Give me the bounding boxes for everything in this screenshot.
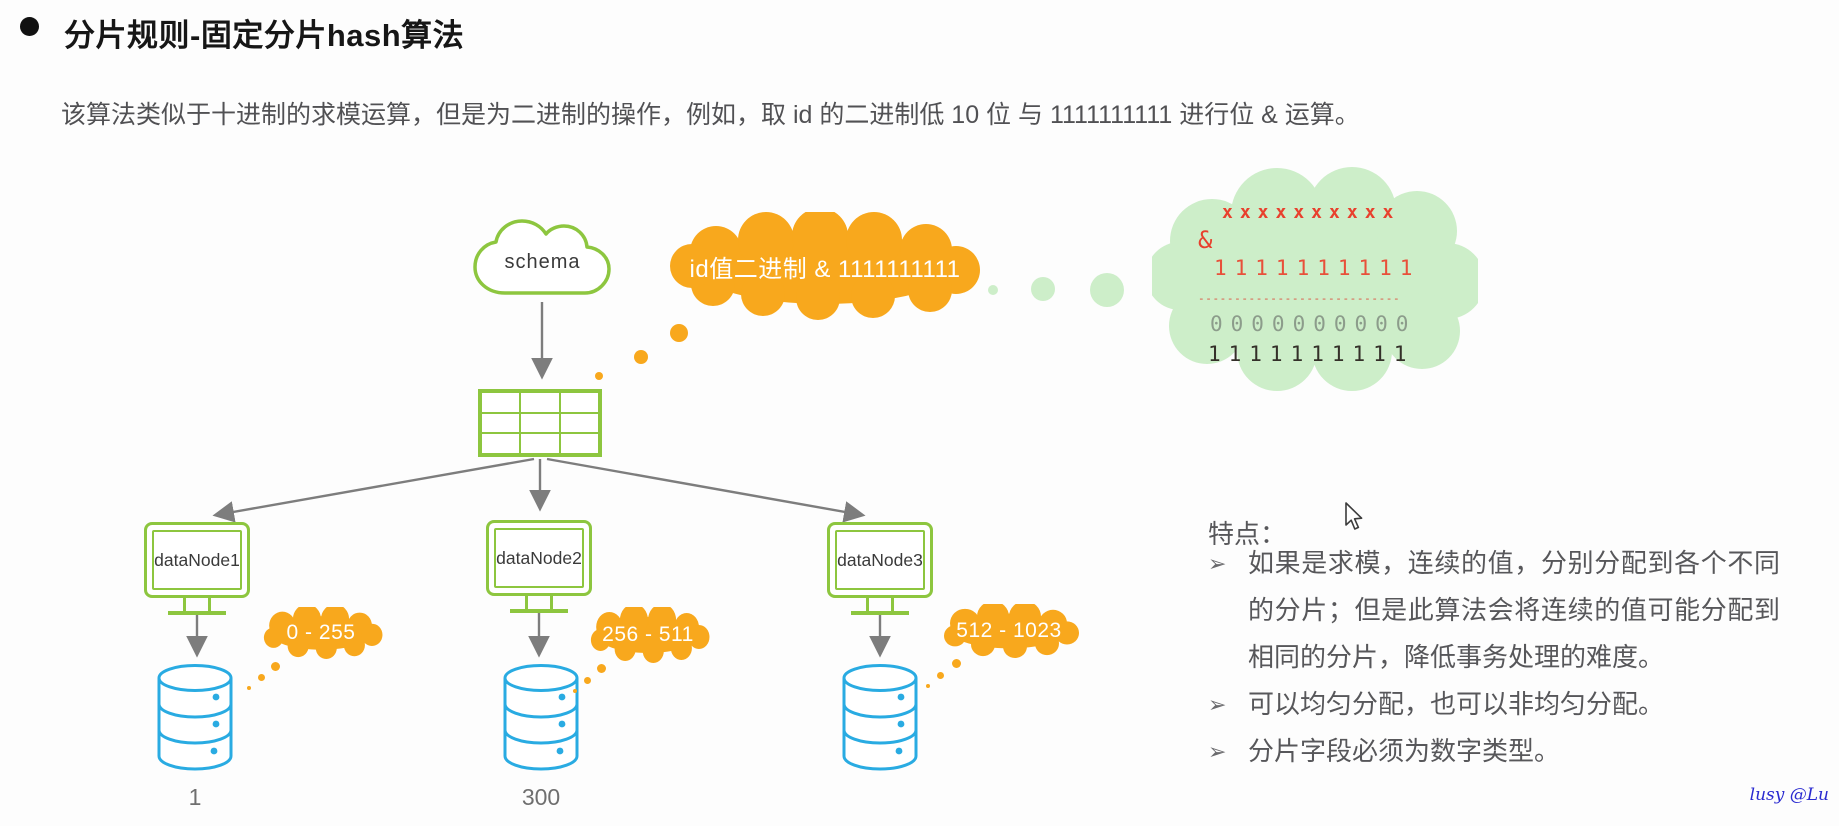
description-text: 该算法类似于十进制的求模运算，但是为二进制的操作，例如，取 id 的二进制低 1… — [61, 101, 1360, 129]
calc-operand-x: xxxxxxxxxx — [1222, 202, 1401, 223]
schema-cloud-icon: schema — [469, 217, 616, 303]
range-text: 512 - 1023 — [956, 619, 1062, 642]
arrow-bullet-icon: ➢ — [1208, 739, 1227, 764]
datanode-label: dataNode2 — [496, 547, 582, 568]
trail-dot — [573, 689, 577, 693]
trail-dot — [670, 324, 688, 342]
monitor-icon: dataNode2 — [486, 520, 592, 613]
calc-cloud: xxxxxxxxxx & 1111111111 ----------------… — [1146, 166, 1485, 392]
trail-dot — [988, 285, 998, 295]
trail-dot — [1031, 277, 1055, 301]
calc-result-zeros: 0000000000 — [1210, 312, 1417, 336]
arrow-bullet-icon: ➢ — [1208, 551, 1227, 576]
trail-dot — [247, 686, 251, 690]
range-text: 0 - 255 — [286, 621, 356, 644]
trail-dot — [1090, 273, 1124, 307]
monitor-stand — [183, 598, 211, 611]
range-bubble: 512 - 1023 — [935, 601, 1083, 658]
calc-result-ones: 1111111111 — [1208, 342, 1415, 366]
monitor-stand — [866, 598, 894, 611]
calc-divider: ---------------------------- — [1198, 292, 1401, 305]
monitor-stand — [525, 596, 553, 609]
id-bubble: id值二进制 & 1111111111 — [668, 208, 982, 320]
id-bubble-text: id值二进制 & 1111111111 — [689, 255, 961, 283]
trail-dot — [271, 662, 280, 671]
database-icon — [840, 662, 920, 776]
calc-mask: 1111111111 — [1214, 256, 1421, 280]
database-icon — [155, 662, 235, 776]
title-bullet-icon — [20, 17, 39, 36]
trail-dot — [258, 674, 265, 681]
datanode-label: dataNode1 — [154, 549, 240, 570]
feature-text: 分片字段必须为数字类型。 — [1248, 736, 1561, 766]
database-icon — [501, 662, 581, 776]
features-list: ➢ 如果是求模，连续的值，分别分配到各个不同的分片；但是此算法会将连续的值可能分… — [1208, 540, 1788, 775]
monitor-icon: dataNode1 — [144, 522, 250, 615]
trail-dot — [634, 350, 648, 364]
range-bubble: 0 - 255 — [256, 604, 386, 659]
trail-dot — [937, 672, 944, 679]
range-bubble: 256 - 511 — [583, 604, 713, 663]
watermark: lusy @Lu — [1749, 785, 1829, 805]
trail-dot — [597, 664, 606, 673]
feature-item: ➢ 分片字段必须为数字类型。 — [1208, 728, 1780, 775]
trail-dot — [584, 677, 591, 684]
cursor-icon — [1345, 502, 1363, 530]
feature-text: 可以均匀分配，也可以非均匀分配。 — [1248, 689, 1665, 719]
monitor-icon: dataNode3 — [827, 522, 933, 615]
page-title: 分片规则-固定分片hash算法 — [64, 18, 465, 53]
trail-dot — [595, 372, 603, 380]
feature-item: ➢ 可以均匀分配，也可以非均匀分配。 — [1208, 681, 1780, 728]
trail-dot — [952, 659, 961, 668]
schema-label: schema — [504, 251, 581, 273]
trail-dot — [926, 684, 930, 688]
grid-table-icon — [478, 389, 602, 457]
feature-item: ➢ 如果是求模，连续的值，分别分配到各个不同的分片；但是此算法会将连续的值可能分… — [1208, 540, 1780, 681]
db-number: 300 — [521, 784, 561, 810]
range-text: 256 - 511 — [602, 623, 694, 646]
feature-text: 如果是求模，连续的值，分别分配到各个不同的分片；但是此算法会将连续的值可能分配到… — [1248, 548, 1780, 672]
calc-operator: & — [1198, 226, 1213, 254]
arrow-bullet-icon: ➢ — [1208, 692, 1227, 717]
db-number: 1 — [188, 784, 202, 810]
datanode-label: dataNode3 — [837, 549, 923, 570]
features-heading: 特点： — [1208, 519, 1287, 549]
